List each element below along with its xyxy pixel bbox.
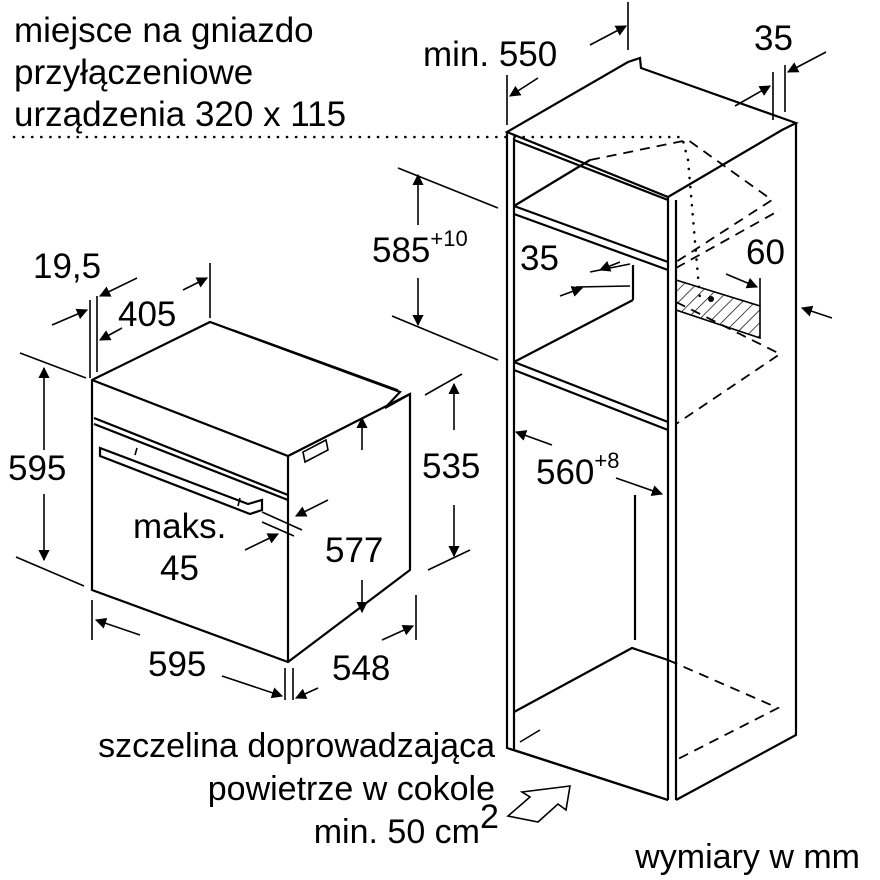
- socket-note-line-3: urządzenia 320 x 115: [14, 95, 346, 134]
- vent-hatched-area: [675, 278, 761, 340]
- body-height-label: 577: [325, 531, 383, 570]
- handle-max-label: maks.: [133, 507, 226, 546]
- oven-depth-label: 548: [332, 649, 390, 688]
- handle-max-value: 45: [160, 549, 199, 588]
- socket-note-line-2: przyłączeniowe: [14, 53, 253, 92]
- cabinet-depth-label: min. 550: [423, 35, 557, 74]
- top-depth-label: 405: [118, 295, 176, 334]
- socket-note-line-1: miejsce na gniazdo: [14, 11, 314, 50]
- socket-leader-dotted-line: [12, 135, 702, 302]
- front-depth-label: 19,5: [33, 247, 101, 286]
- oven-height-label: 595: [8, 449, 66, 488]
- oven-dimensions: 19,5 405 595 595 548 577 535 maks. 45: [8, 247, 480, 700]
- air-slot-line-2: powietrze w cokole: [208, 770, 495, 808]
- cabinet-dimensions: min. 550 35 585+10 35 60 560+8: [372, 2, 833, 496]
- oven-drawing: [90, 320, 412, 664]
- vent-depth-label: 60: [746, 233, 785, 272]
- shelf-gap-label: 35: [520, 239, 559, 278]
- niche-width-label: 560+8: [536, 448, 620, 492]
- oven-width-label: 595: [148, 645, 206, 684]
- niche-height-label: 585+10: [372, 226, 468, 270]
- units-note: wymiary w mm: [634, 838, 860, 876]
- socket-area-note: miejsce na gniazdo przyłączeniowe urządz…: [14, 11, 346, 134]
- back-gap-label: 35: [754, 19, 793, 58]
- air-inlet-arrow-icon: [506, 785, 571, 823]
- air-slot-line-1: szczelina doprowadzająca: [98, 727, 495, 765]
- air-slot-line-3: min. 50 cm: [314, 813, 480, 851]
- cabinet-drawing: [504, 56, 799, 802]
- side-height-label: 535: [422, 447, 480, 486]
- air-slot-note: szczelina doprowadzająca powietrze w cok…: [98, 727, 499, 851]
- air-slot-superscript: 2: [480, 798, 499, 836]
